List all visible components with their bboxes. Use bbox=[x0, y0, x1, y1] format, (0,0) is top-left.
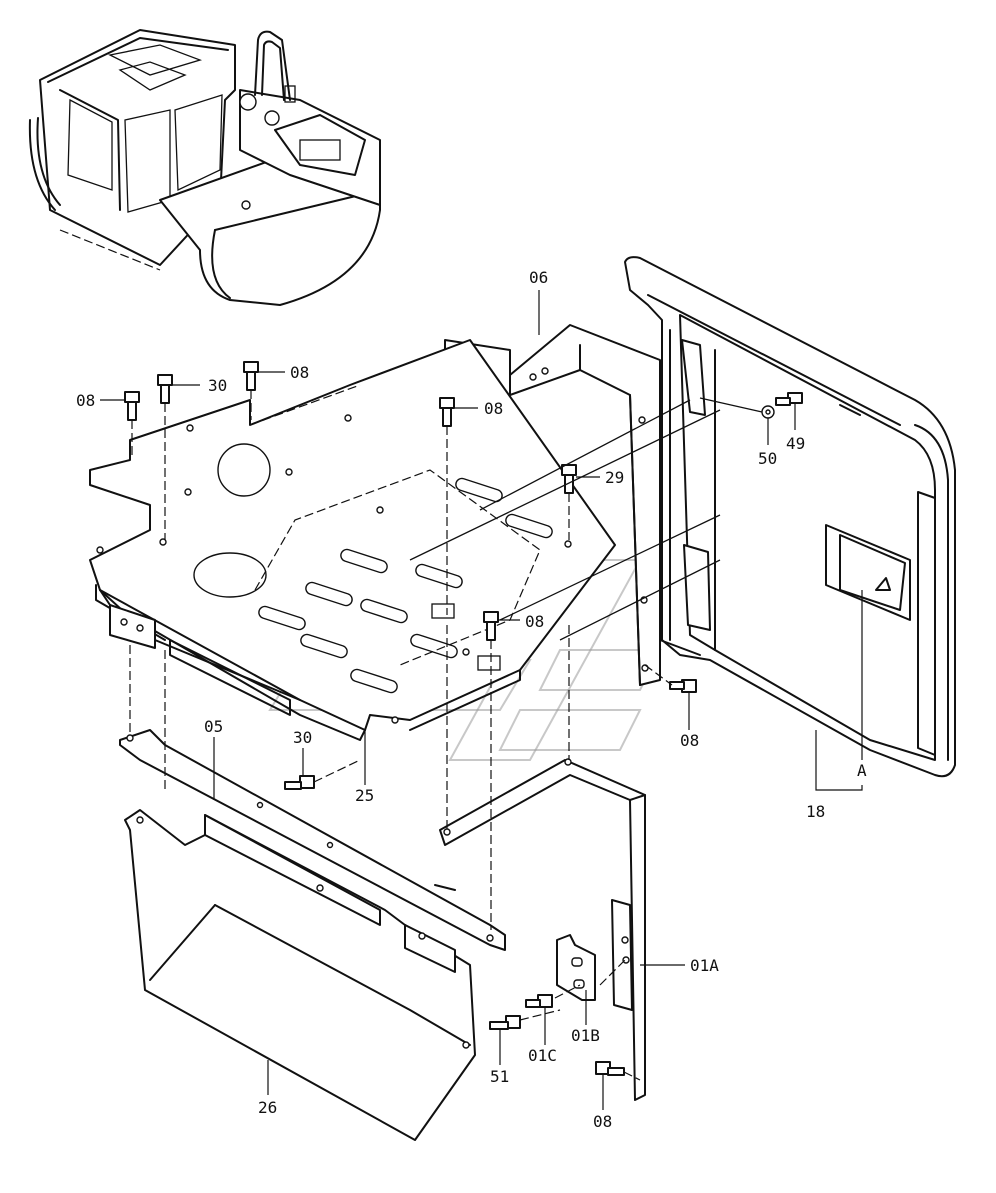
label-25: 25 bbox=[355, 786, 374, 805]
part-number-labels: 06 08 08 30 08 29 50 49 08 08 05 30 25 A… bbox=[76, 268, 867, 1131]
bracket-01B bbox=[556, 934, 596, 1001]
assembly-lines bbox=[129, 390, 763, 1081]
label-05: 05 bbox=[204, 717, 223, 736]
label-30-low: 30 bbox=[293, 728, 312, 747]
bolt-08-top bbox=[243, 361, 259, 391]
label-01C: 01C bbox=[528, 1046, 557, 1065]
label-51: 51 bbox=[490, 1067, 509, 1086]
bolt-51 bbox=[489, 1015, 521, 1030]
bolt-08-center bbox=[483, 611, 499, 641]
support-frame-01A bbox=[439, 758, 646, 1101]
label-50: 50 bbox=[758, 449, 777, 468]
bolt-08-left bbox=[124, 391, 140, 421]
label-08-left: 08 bbox=[76, 391, 95, 410]
bolt-01C bbox=[525, 994, 553, 1008]
label-18: 18 bbox=[806, 802, 825, 821]
label-08-mid: 08 bbox=[484, 399, 503, 418]
label-30-top: 30 bbox=[208, 376, 227, 395]
bolts bbox=[124, 361, 803, 1076]
label-08-center: 08 bbox=[525, 612, 544, 631]
label-49: 49 bbox=[786, 434, 805, 453]
washer-50 bbox=[761, 405, 775, 419]
label-29: 29 bbox=[605, 468, 624, 487]
bolt-08-right bbox=[669, 679, 697, 693]
leader-lines bbox=[100, 290, 863, 1110]
label-01A: 01A bbox=[690, 956, 719, 975]
bolt-08-bottom bbox=[595, 1061, 625, 1076]
label-A: A bbox=[857, 761, 867, 780]
label-26: 26 bbox=[258, 1098, 277, 1117]
bolt-30-top bbox=[157, 374, 173, 404]
lower-cover-26 bbox=[124, 809, 476, 1141]
bolt-08-mid bbox=[439, 397, 455, 427]
bolt-30-low bbox=[284, 775, 315, 790]
label-08-bottom: 08 bbox=[593, 1112, 612, 1131]
bracket-05 bbox=[119, 729, 506, 951]
bolt-29 bbox=[561, 464, 577, 494]
label-06: 06 bbox=[529, 268, 548, 287]
label-01B: 01B bbox=[571, 1026, 600, 1045]
label-08-right: 08 bbox=[680, 731, 699, 750]
side-cover-18 bbox=[624, 256, 956, 778]
machine-locator-inset bbox=[28, 29, 381, 306]
floor-plate-25 bbox=[89, 339, 616, 741]
label-08-top: 08 bbox=[290, 363, 309, 382]
